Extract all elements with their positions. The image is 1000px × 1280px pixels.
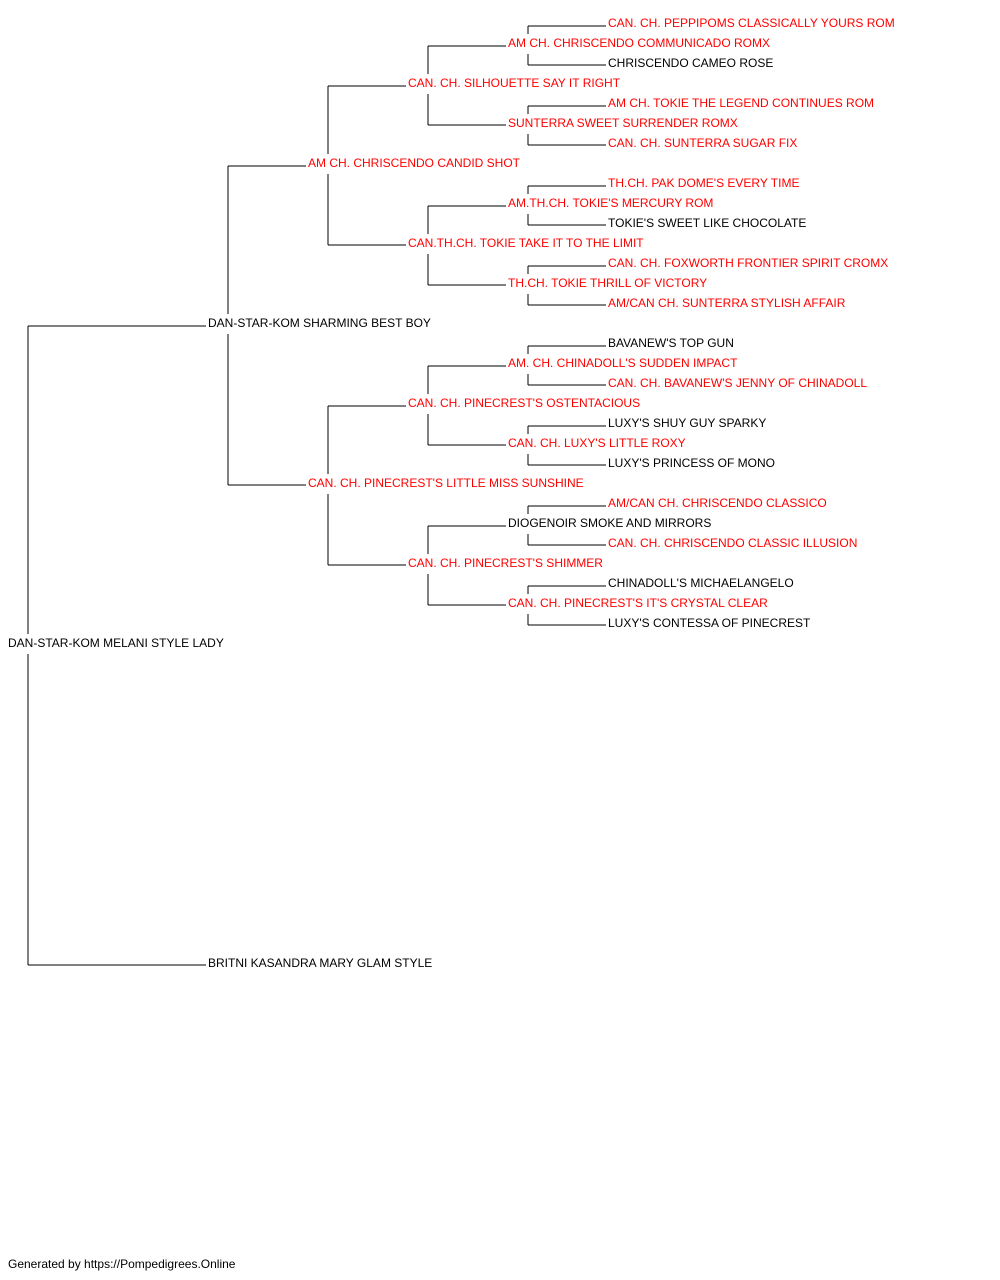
ancestor-name: CAN. CH. PINECREST'S LITTLE MISS SUNSHIN… (308, 476, 584, 490)
ancestor-name: AM/CAN CH. SUNTERRA STYLISH AFFAIR (608, 296, 846, 310)
ancestor-name: TOKIE'S SWEET LIKE CHOCOLATE (608, 216, 806, 230)
ancestor-name: LUXY'S SHUY GUY SPARKY (608, 416, 766, 430)
ancestor-name: AM. CH. CHINADOLL'S SUDDEN IMPACT (508, 356, 738, 370)
ancestor-name: CAN. CH. SUNTERRA SUGAR FIX (608, 136, 797, 150)
ancestor-name: TH.CH. PAK DOME'S EVERY TIME (608, 176, 799, 190)
ancestor-name: CAN. CH. PINECREST'S OSTENTACIOUS (408, 396, 640, 410)
ancestor-name: CAN.TH.CH. TOKIE TAKE IT TO THE LIMIT (408, 236, 644, 250)
ancestor-name: CAN. CH. CHRISCENDO CLASSIC ILLUSION (608, 536, 857, 550)
ancestor-name: AM.TH.CH. TOKIE'S MERCURY ROM (508, 196, 713, 210)
ancestor-name: CAN. CH. PINECREST'S SHIMMER (408, 556, 603, 570)
ancestor-name: DIOGENOIR SMOKE AND MIRRORS (508, 516, 711, 530)
ancestor-name: CAN. CH. PINECREST'S IT'S CRYSTAL CLEAR (508, 596, 768, 610)
ancestor-name: CAN. CH. PEPPIPOMS CLASSICALLY YOURS ROM (608, 16, 895, 30)
ancestor-name: TH.CH. TOKIE THRILL OF VICTORY (508, 276, 707, 290)
ancestor-name: CHINADOLL'S MICHAELANGELO (608, 576, 794, 590)
ancestor-name: SUNTERRA SWEET SURRENDER ROMX (508, 116, 738, 130)
footer-credit: Generated by https://Pompedigrees.Online (8, 1257, 236, 1271)
ancestor-name: AM CH. CHRISCENDO CANDID SHOT (308, 156, 521, 170)
ancestor-name: AM CH. TOKIE THE LEGEND CONTINUES ROM (608, 96, 874, 110)
ancestor-name: CHRISCENDO CAMEO ROSE (608, 56, 773, 70)
ancestor-name: LUXY'S CONTESSA OF PINECREST (608, 616, 811, 630)
ancestor-name: CAN. CH. FOXWORTH FRONTIER SPIRIT CROMX (608, 256, 888, 270)
subject-dog-name: DAN-STAR-KOM MELANI STYLE LADY (8, 636, 224, 650)
ancestor-name: DAN-STAR-KOM SHARMING BEST BOY (208, 316, 431, 330)
ancestor-name: CAN. CH. LUXY'S LITTLE ROXY (508, 436, 686, 450)
ancestor-name: BAVANEW'S TOP GUN (608, 336, 734, 350)
ancestor-name: LUXY'S PRINCESS OF MONO (608, 456, 775, 470)
ancestor-name: BRITNI KASANDRA MARY GLAM STYLE (208, 956, 432, 970)
ancestor-name: AM CH. CHRISCENDO COMMUNICADO ROMX (508, 36, 770, 50)
ancestor-name: CAN. CH. SILHOUETTE SAY IT RIGHT (408, 76, 621, 90)
ancestor-name: AM/CAN CH. CHRISCENDO CLASSICO (608, 496, 827, 510)
ancestor-name: CAN. CH. BAVANEW'S JENNY OF CHINADOLL (608, 376, 867, 390)
